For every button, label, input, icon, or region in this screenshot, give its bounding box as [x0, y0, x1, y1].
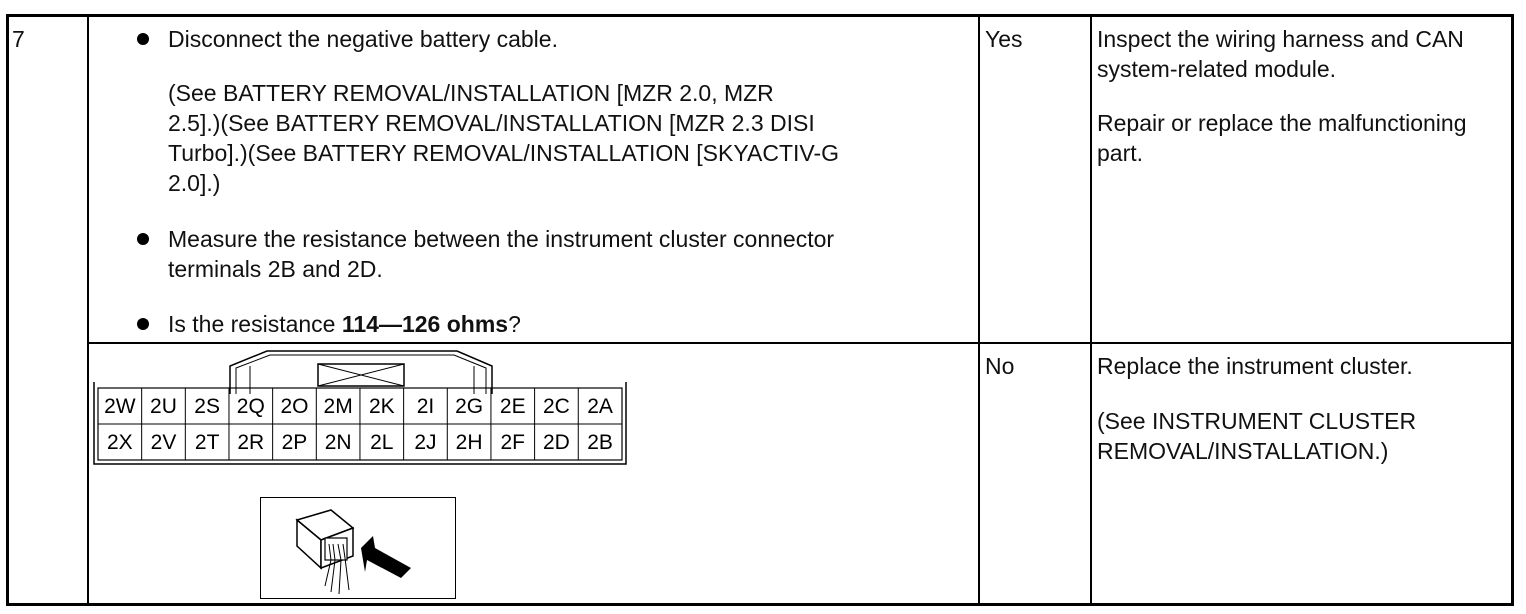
terminal-label: 2X — [107, 431, 133, 454]
bullet-icon — [137, 233, 149, 245]
resistance-value: 114—126 ohms — [341, 311, 509, 337]
column-divider — [87, 14, 89, 606]
terminal-label: 2U — [150, 395, 177, 418]
bullet-disconnect-battery: Disconnect the negative battery cable. — [168, 26, 558, 52]
terminal-label: 2Q — [237, 395, 265, 418]
terminal-label: 2A — [587, 395, 613, 418]
question-text: Is the resistance — [168, 311, 342, 337]
no-action: Replace the instrument cluster. — [1097, 353, 1413, 379]
terminal-label: 2F — [501, 431, 526, 454]
yes-action2-line: part. — [1097, 140, 1144, 166]
step-number: 7 — [12, 26, 25, 52]
arrow-icon — [361, 536, 411, 578]
terminal-label: 2V — [151, 431, 177, 454]
no-ref-line: REMOVAL/INSTALLATION.) — [1097, 438, 1389, 464]
connector-diagram: 2W 2U 2S 2Q 2O 2M 2K 2I 2G 2E 2C 2A 2X 2V 2T 2R 2P 2N 2L 2J… — [92, 346, 632, 473]
battery-ref-line: 2.0].) — [168, 170, 221, 196]
terminal-label: 2R — [237, 431, 264, 454]
yes-action-line: Inspect the wiring harness and CAN — [1097, 26, 1464, 52]
terminal-label: 2D — [543, 431, 570, 454]
row-divider — [87, 342, 1514, 344]
terminal-label: 2O — [280, 395, 308, 418]
terminal-label: 2K — [369, 395, 395, 418]
column-divider — [1090, 14, 1092, 606]
probe-illustration — [260, 497, 456, 599]
terminal-label: 2H — [456, 431, 483, 454]
bullet-measure-line: Measure the resistance between the instr… — [168, 226, 835, 252]
bullet-icon — [137, 33, 149, 45]
terminal-label: 2T — [195, 431, 220, 454]
table-frame — [6, 14, 1514, 606]
terminal-label: 2E — [500, 395, 526, 418]
battery-ref-line: Turbo].)(See BATTERY REMOVAL/INSTALLATIO… — [168, 140, 840, 166]
yes-action2-line: Repair or replace the malfunctioning — [1097, 110, 1467, 136]
no-label: No — [985, 353, 1015, 379]
yes-label: Yes — [985, 26, 1023, 52]
terminal-label: 2M — [324, 395, 353, 418]
terminal-label: 2W — [104, 395, 136, 418]
probe-connector-icon — [295, 509, 411, 595]
bullet-measure-line: terminals 2B and 2D. — [168, 256, 383, 282]
terminal-label: 2S — [194, 395, 220, 418]
column-divider — [978, 14, 980, 606]
bullet-resistance-question: Is the resistance 114—126 ohms? — [168, 309, 521, 339]
terminal-label: 2N — [325, 431, 352, 454]
no-ref-line: (See INSTRUMENT CLUSTER — [1097, 408, 1417, 434]
terminal-label: 2B — [587, 431, 613, 454]
yes-action-line: system-related module. — [1097, 56, 1337, 82]
terminal-label: 2C — [543, 395, 570, 418]
battery-ref-line: (See BATTERY REMOVAL/INSTALLATION [MZR 2… — [168, 80, 774, 106]
terminal-label: 2G — [455, 395, 483, 418]
battery-ref-line: 2.5].)(See BATTERY REMOVAL/INSTALLATION … — [168, 110, 815, 136]
terminal-label: 2P — [282, 431, 308, 454]
bullet-icon — [137, 318, 149, 330]
question-mark: ? — [508, 311, 521, 337]
terminal-label: 2I — [417, 395, 435, 418]
terminal-label: 2L — [370, 431, 393, 454]
terminal-label: 2J — [414, 431, 436, 454]
